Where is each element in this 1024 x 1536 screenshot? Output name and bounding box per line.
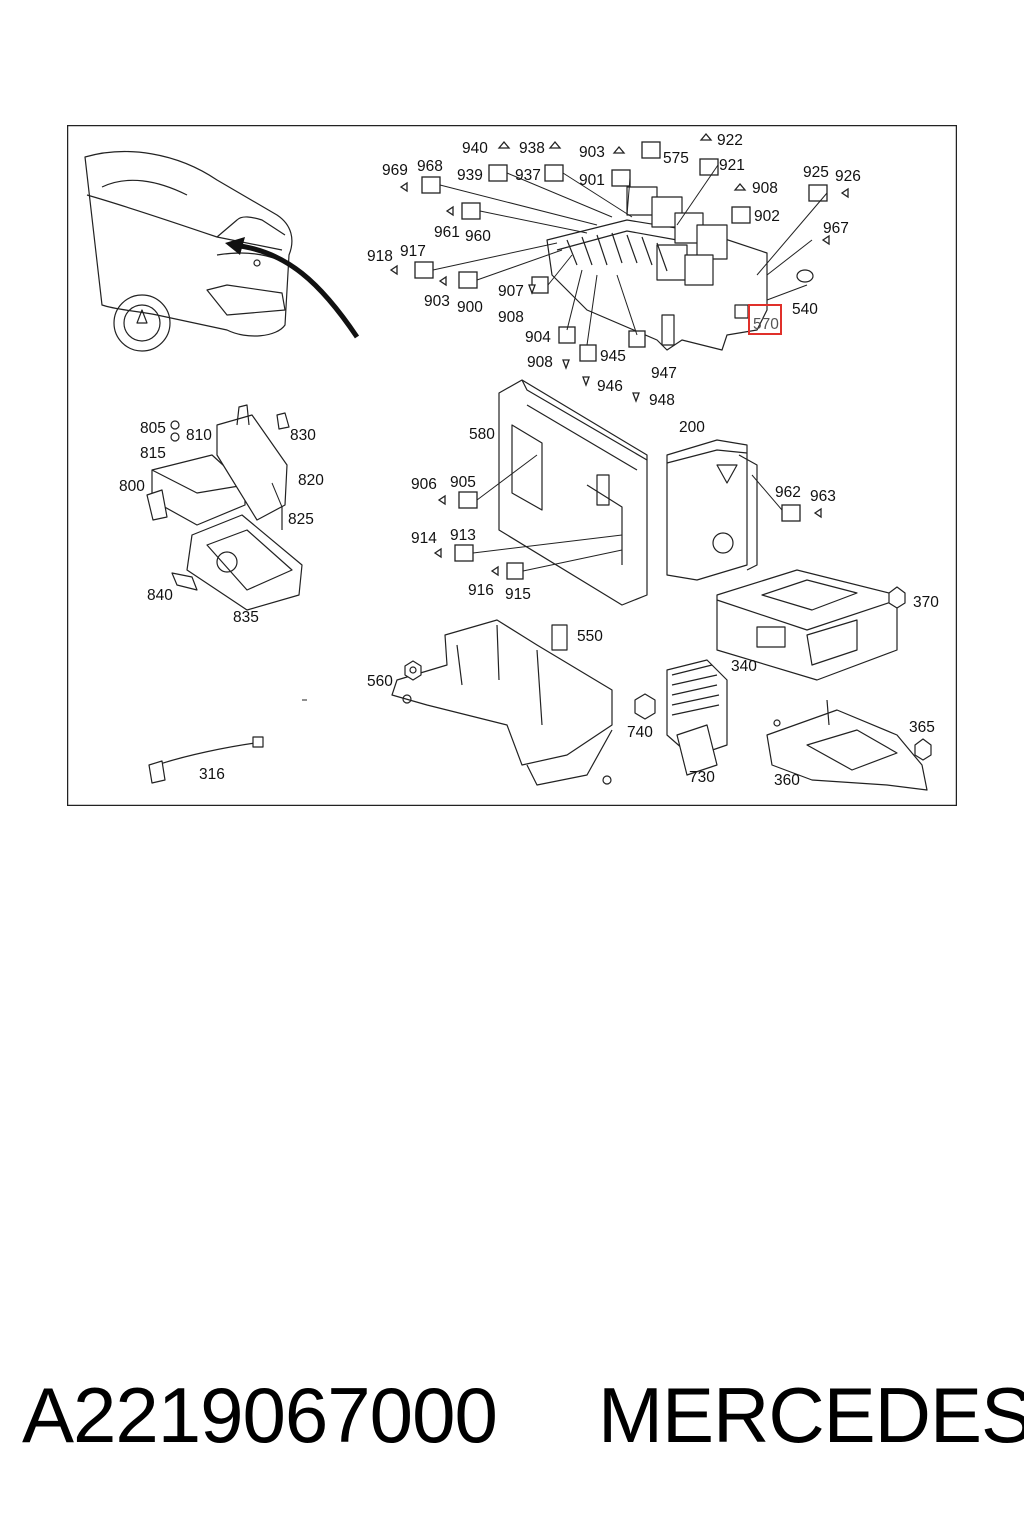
label-922: 922 [717,132,743,149]
label-540: 540 [792,301,818,318]
car-illustration [84,151,360,352]
label-575: 575 [663,150,689,167]
label-560: 560 [367,673,393,690]
label-969: 969 [382,162,408,179]
label-810: 810 [186,427,212,444]
label-963: 963 [810,488,836,505]
parts-diagram: 940 938 903 575 922 921 969 968 939 937 … [67,125,957,806]
label-967: 967 [823,220,849,237]
bracket-360 [766,699,928,791]
label-948: 948 [649,392,675,409]
label-908-right: 908 [752,180,778,197]
label-913: 913 [450,527,476,544]
label-570: 570 [753,316,779,333]
highlight-box [748,304,782,335]
leader-lines [271,164,828,701]
direction-arrow [231,242,360,339]
cable-316 [148,736,264,784]
label-926: 926 [835,168,861,185]
label-938: 938 [519,140,545,157]
part-number: A2219067000 [22,1371,498,1459]
label-946: 946 [597,378,623,395]
label-914: 914 [411,530,437,547]
label-915: 915 [505,586,531,603]
label-917: 917 [400,243,426,260]
module-730 [666,659,728,776]
brand-name: MERCEDES [598,1371,1024,1459]
bracket-550 [391,619,613,786]
nut-370 [888,586,906,609]
label-904: 904 [525,329,551,346]
label-961: 961 [434,224,460,241]
label-939: 939 [457,167,483,184]
label-902: 902 [754,208,780,225]
label-550: 550 [577,628,603,645]
label-918: 918 [367,248,393,265]
label-940: 940 [462,140,488,157]
label-960: 960 [465,228,491,245]
label-908-lower: 908 [527,354,553,371]
label-903-left: 903 [424,293,450,310]
label-825: 825 [288,511,314,528]
label-840: 840 [147,587,173,604]
label-905: 905 [450,474,476,491]
label-906: 906 [411,476,437,493]
label-900: 900 [457,299,483,316]
label-901: 901 [579,172,605,189]
label-937: 937 [515,167,541,184]
fuse-box-assembly [546,186,814,351]
module-340 [716,569,898,681]
label-800: 800 [119,478,145,495]
nut-560 [404,660,422,681]
module-box-assembly [146,404,303,611]
label-820: 820 [298,472,324,489]
label-921: 921 [719,157,745,174]
label-835: 835 [233,609,259,626]
nut-365 [914,738,932,761]
label-365: 365 [909,719,935,736]
label-805: 805 [140,420,166,437]
nut-740 [634,693,656,720]
label-730: 730 [689,769,715,786]
part-labels: 940 938 903 575 922 921 969 968 939 937 … [119,132,939,789]
label-580: 580 [469,426,495,443]
label-907: 907 [498,283,524,300]
label-947: 947 [651,365,677,382]
label-740: 740 [627,724,653,741]
module-200 [666,439,758,581]
label-316: 316 [199,766,225,783]
label-830: 830 [290,427,316,444]
label-925: 925 [803,164,829,181]
label-815: 815 [140,445,166,462]
label-200: 200 [679,419,705,436]
label-962: 962 [775,484,801,501]
label-340: 340 [731,658,757,675]
connector-icons [389,132,849,580]
label-370: 370 [913,594,939,611]
control-unit-580 [498,379,648,606]
footer: A2219067000 MERCEDES [0,1370,1024,1480]
label-360: 360 [774,772,800,789]
label-916: 916 [468,582,494,599]
label-908-left: 908 [498,309,524,326]
label-968: 968 [417,158,443,175]
label-945: 945 [600,348,626,365]
label-903-top: 903 [579,144,605,161]
